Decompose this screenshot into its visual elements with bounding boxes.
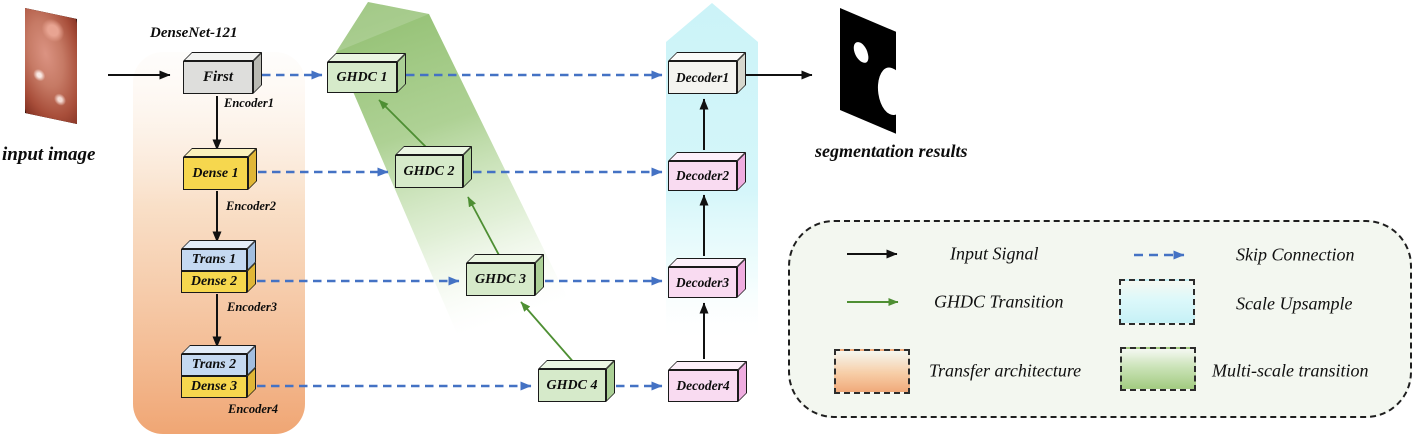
decoder2-block-label: Decoder2	[668, 161, 737, 191]
input-signal-arrows	[108, 70, 813, 359]
encoder1-label: Encoder1	[224, 96, 274, 110]
block-top-face	[183, 148, 257, 157]
dense2-block-label: Dense 2	[181, 271, 247, 293]
block-top-face	[668, 152, 746, 161]
input-image	[25, 8, 77, 125]
input-image-label: input image	[2, 144, 96, 165]
legend-green-arrow-icon	[847, 298, 899, 306]
legend-blue-dashed-arrow-icon	[1134, 250, 1185, 260]
densenet-title: DenseNet-121	[150, 25, 238, 41]
legend-scale-upsample-label: Scale Upsample	[1236, 293, 1353, 314]
block-top-face	[668, 361, 747, 370]
decoder4-block-label: Decoder4	[668, 370, 738, 402]
legend-multi-scale-transition-label: Multi-scale transition	[1212, 360, 1369, 381]
first-block-label: First	[183, 61, 253, 94]
block-top-face	[668, 52, 746, 61]
endoscopy-photo	[25, 8, 77, 125]
dense1-block-label: Dense 1	[183, 157, 248, 190]
ghdc1-block-label: GHDC 1	[327, 62, 397, 93]
legend-transfer-architecture-label: Transfer architecture	[929, 360, 1082, 381]
decoder1-block-label: Decoder1	[668, 61, 737, 94]
legend-transfer-architecture-swatch	[834, 349, 910, 394]
block-top-face	[181, 345, 256, 354]
encoder2-label: Encoder2	[226, 199, 276, 213]
block-top-face	[668, 258, 746, 267]
encoder3-label: Encoder3	[227, 300, 277, 314]
trans1-block-label: Trans 1	[181, 249, 247, 271]
mask-blob	[876, 61, 896, 121]
encoder4-label: Encoder4	[228, 402, 278, 416]
trans2-block-label: Trans 2	[181, 354, 247, 376]
ghdc3-block-label: GHDC 3	[466, 263, 535, 296]
block-top-face	[327, 53, 406, 62]
ghdc-transition-arrows	[378, 99, 577, 366]
dense3-block-label: Dense 3	[181, 376, 247, 398]
legend-input-signal-label: Input Signal	[950, 243, 1039, 264]
skip-connection-arrows	[257, 70, 663, 391]
legend-box: Input Signal GHDC Transition Transfer ar…	[788, 220, 1412, 418]
block-top-face	[181, 240, 256, 249]
ghdc4-block-label: GHDC 4	[538, 369, 606, 402]
legend-skip-connection-label: Skip Connection	[1236, 244, 1355, 265]
block-top-face	[183, 52, 262, 61]
legend-multi-scale-transition-swatch	[1120, 347, 1196, 391]
ghdc2-block-label: GHDC 2	[395, 155, 463, 188]
decoder3-block-label: Decoder3	[668, 267, 737, 298]
block-top-face	[538, 360, 615, 369]
legend-ghdc-transition-label: GHDC Transition	[934, 291, 1064, 312]
multi-scale-band-fold	[336, 2, 429, 52]
block-top-face	[395, 146, 472, 155]
segmentation-results-label: segmentation results	[815, 141, 968, 161]
legend-scale-upsample-swatch	[1119, 279, 1195, 325]
legend-black-arrow-icon	[847, 249, 898, 259]
mask-blob	[851, 41, 871, 64]
block-top-face	[466, 254, 544, 263]
